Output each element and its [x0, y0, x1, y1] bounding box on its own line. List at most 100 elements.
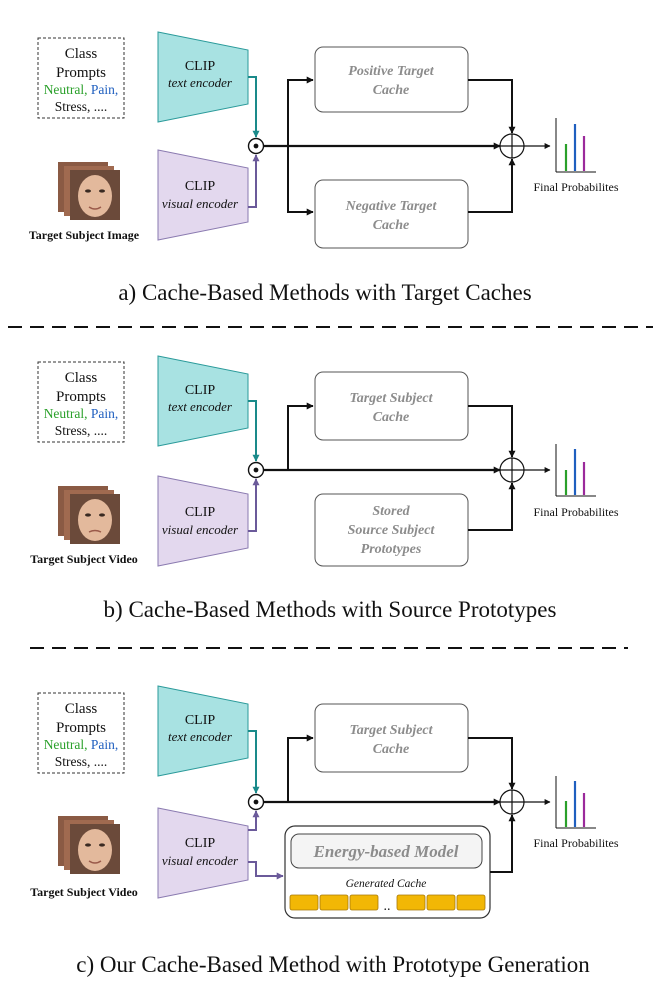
class-stress: Stress, ....: [55, 754, 108, 769]
cache-top-line-1: Target Subject: [349, 391, 433, 406]
prompt-line-class: Class: [65, 46, 98, 62]
generated-cache-blocks: ..: [289, 894, 486, 914]
cache-top-line-2: Cache: [373, 742, 410, 757]
energy-based-model-box: Energy-based Model Generated Cache ..: [284, 825, 491, 919]
fusion-node: [247, 137, 265, 155]
panel-c-title: c) Our Cache-Based Method with Prototype…: [76, 952, 590, 977]
top-cache-out-arrow: [468, 405, 516, 458]
fusion-node: [247, 461, 265, 479]
fusion-node: [247, 793, 265, 811]
cache-top: Target Subject Cache: [314, 371, 469, 441]
final-prob-chart: [555, 118, 596, 173]
panel-a-title: a) Cache-Based Methods with Target Cache…: [118, 280, 531, 305]
face-stack: [58, 162, 120, 220]
text-encoder-sub: text encoder: [168, 729, 233, 744]
cache-bottom-line-1: Stored: [372, 504, 410, 519]
visual-to-ebm-arrow: [248, 861, 284, 880]
cache-top: Positive Target Cache: [314, 46, 469, 113]
cache-bottom-line-1: Negative Target: [345, 199, 438, 214]
text-encoder-label: CLIP: [185, 383, 216, 398]
face-stack: [58, 816, 120, 874]
class-neutral: Neutral,: [44, 406, 88, 421]
clip-text-encoder: CLIP text encoder: [157, 31, 249, 123]
class-pain: Pain,: [91, 406, 118, 421]
class-prompts-box: Class Prompts Neutral, Pain, Stress, ...…: [37, 361, 125, 443]
class-pain: Pain,: [91, 737, 118, 752]
visual-encoder-sub: visual encoder: [162, 522, 239, 537]
visual-encoder-sub: visual encoder: [162, 853, 239, 868]
final-prob-label: Final Probabilites: [534, 836, 619, 850]
cache-bottom-source-prototypes: Stored Source Subject Prototypes: [314, 493, 469, 567]
cache-bottom-line-2: Source Subject: [348, 523, 436, 538]
generated-cache-label: Generated Cache: [346, 878, 427, 890]
prompt-line-classes: Neutral, Pain,: [44, 82, 119, 97]
top-branch-arrow: [264, 402, 314, 471]
clip-text-encoder: CLIP text encoder: [157, 685, 249, 777]
top-branch-arrow: [264, 76, 314, 147]
sum-node: [499, 789, 525, 815]
prompt-line-classes: Neutral, Pain,: [44, 406, 119, 421]
top-cache-out-arrow: [468, 737, 516, 790]
bottom-cache-out-arrow: [468, 158, 516, 213]
visual-encoder-label: CLIP: [185, 505, 216, 520]
face-stack: [58, 486, 120, 544]
class-stress: Stress, ....: [55, 423, 108, 438]
prompt-line-classes: Neutral, Pain,: [44, 737, 119, 752]
ebm-out-arrow: [490, 814, 516, 873]
prompt-line-prompts: Prompts: [56, 65, 106, 81]
class-neutral: Neutral,: [44, 82, 88, 97]
sum-node: [499, 457, 525, 483]
final-prob-label: Final Probabilites: [534, 505, 619, 519]
prompt-line-prompts: Prompts: [56, 720, 106, 736]
class-prompts-box: Class Prompts Neutral, Pain, Stress, ...…: [37, 692, 125, 774]
sum-node: [499, 133, 525, 159]
visual-feature-arrow: [248, 810, 260, 831]
bottom-branch-arrow: [287, 146, 314, 216]
visual-encoder-label: CLIP: [185, 179, 216, 194]
text-encoder-label: CLIP: [185, 713, 216, 728]
panel-c: Class Prompts Neutral, Pain, Stress, ...…: [30, 685, 619, 977]
generated-cache-ellipsis: ..: [384, 899, 391, 914]
cache-top-line-2: Cache: [373, 410, 410, 425]
text-encoder-label: CLIP: [185, 59, 216, 74]
final-prob-label: Final Probabilites: [534, 180, 619, 194]
cache-bottom: Negative Target Cache: [314, 179, 469, 249]
clip-text-encoder: CLIP text encoder: [157, 355, 249, 447]
cache-top-line-2: Cache: [373, 83, 410, 98]
clip-visual-encoder: CLIP visual encoder: [157, 807, 249, 899]
final-prob-chart: [555, 776, 596, 829]
text-feature-arrow: [248, 730, 260, 794]
prompt-line-class: Class: [65, 370, 98, 386]
top-cache-out-arrow: [468, 79, 516, 134]
panel-b: Class Prompts Neutral, Pain, Stress, ...…: [30, 355, 619, 622]
face-caption: Target Subject Image: [29, 228, 140, 242]
text-encoder-sub: text encoder: [168, 399, 233, 414]
face-caption: Target Subject Video: [30, 885, 138, 899]
visual-feature-arrow: [248, 154, 260, 208]
text-feature-arrow: [248, 400, 260, 462]
prompt-line-prompts: Prompts: [56, 389, 106, 405]
panel-b-title: b) Cache-Based Methods with Source Proto…: [104, 597, 557, 622]
visual-encoder-label: CLIP: [185, 836, 216, 851]
prompt-line-class: Class: [65, 701, 98, 717]
clip-visual-encoder: CLIP visual encoder: [157, 475, 249, 567]
cache-bottom-line-3: Prototypes: [361, 542, 422, 557]
text-feature-arrow: [248, 76, 260, 138]
class-neutral: Neutral,: [44, 737, 88, 752]
visual-feature-arrow: [248, 478, 260, 532]
visual-encoder-sub: visual encoder: [162, 196, 239, 211]
cache-top-line-1: Positive Target: [348, 64, 435, 79]
class-prompts-box: Class Prompts Neutral, Pain, Stress, ...…: [37, 37, 125, 119]
cache-top-line-1: Target Subject: [349, 723, 433, 738]
ebm-title: Energy-based Model: [313, 842, 459, 861]
class-pain: Pain,: [91, 82, 118, 97]
top-branch-arrow: [264, 734, 314, 803]
panel-a: Class Prompts Neutral, Pain, Stress, ...…: [29, 31, 619, 305]
bottom-cache-out-arrow: [468, 482, 516, 531]
clip-visual-encoder: CLIP visual encoder: [157, 149, 249, 241]
text-encoder-sub: text encoder: [168, 75, 233, 90]
face-caption: Target Subject Video: [30, 552, 138, 566]
cache-top: Target Subject Cache: [314, 703, 469, 773]
final-prob-chart: [555, 444, 596, 497]
